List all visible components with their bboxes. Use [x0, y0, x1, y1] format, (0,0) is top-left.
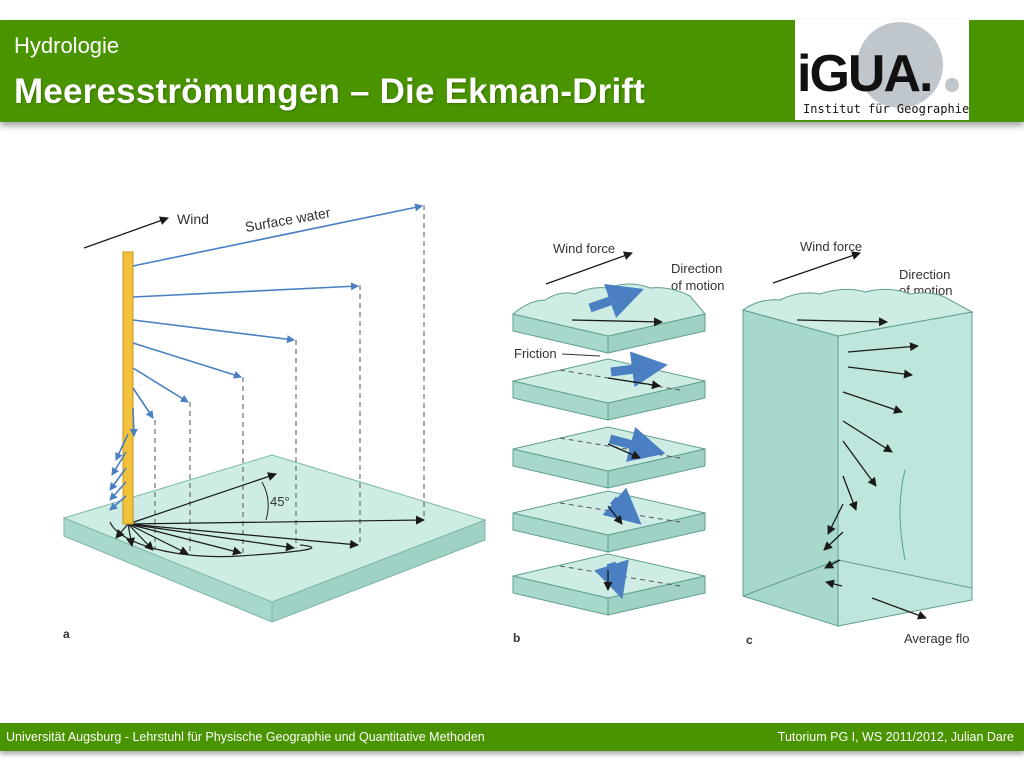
average-flow-label: Average flo: [904, 631, 970, 646]
panel-c-block-left-face: [742, 309, 839, 627]
panel-a-letter: a: [63, 627, 70, 641]
footer-university: Universität Augsburg - Lehrstuhl für Phy…: [6, 730, 485, 744]
panel-b-slab-4: [512, 490, 706, 553]
wind-arrow: [83, 216, 169, 249]
header-bar: Hydrologie Meeresströmungen – Die Ekman-…: [0, 20, 1024, 122]
section-kicker: Hydrologie: [14, 33, 120, 58]
footer-bar: Universität Augsburg - Lehrstuhl für Phy…: [0, 723, 1024, 751]
panel-b-wind-arrow: [545, 251, 633, 285]
panel-b-water-arrows: [588, 283, 668, 600]
panel-b-direction-label-2: of motion: [671, 278, 724, 293]
panel-b-motion-arrows: [571, 317, 663, 591]
panel-b-slab-1: [511, 283, 706, 354]
friction-leader-line: [561, 353, 601, 357]
slide-title: Meeresströmungen – Die Ekman-Drift: [14, 72, 646, 111]
panel-b-letter: b: [513, 631, 520, 645]
footer-course: Tutorium PG I, WS 2011/2012, Julian Dare: [777, 730, 1014, 744]
angle-label: 45°: [270, 494, 290, 509]
panel-a-dashed-guides: [154, 205, 425, 554]
angle-arc: [261, 481, 269, 521]
logo-subtitle: Institut für Geographie: [803, 102, 969, 116]
panel-c-wind-arrow: [772, 251, 861, 284]
panel-c-wind-force-label: Wind force: [800, 239, 862, 254]
institute-logo: iGUA. Institut für Geographie: [795, 20, 969, 120]
panel-c-back-edge-1: [742, 559, 839, 597]
depth-velocity-arrows: [109, 203, 423, 511]
panel-b-slab-2: [512, 358, 706, 421]
logo-circle-shape: [857, 22, 943, 108]
surface-projection-arrows: [115, 472, 425, 556]
logo-dot-shape: [945, 78, 959, 92]
panel-b-slab-5: [512, 553, 706, 616]
panel-c: Wind force Direction of motion Average f…: [741, 239, 974, 647]
panel-c-letter: c: [746, 633, 753, 647]
panel-c-back-edge-2: [837, 559, 973, 589]
panel-b-wind-force-label: Wind force: [553, 241, 615, 256]
friction-label: Friction: [514, 346, 557, 361]
panel-b-slab-3: [512, 426, 706, 489]
panel-c-block-top-face: [741, 288, 974, 337]
panel-c-motion-arrows: [796, 317, 927, 620]
panel-b: Wind force Direction of motion: [511, 241, 724, 645]
panel-c-block-right-face: [837, 311, 973, 627]
ekman-drift-figure: 45° Wind Surface water a Wind force Dire…: [62, 203, 974, 647]
wind-label: Wind: [177, 211, 209, 227]
panel-b-direction-label-1: Direction: [671, 261, 722, 276]
surface-water-label: Surface water: [244, 204, 332, 235]
panel-c-spiral-trace: [899, 469, 906, 561]
panel-a: 45° Wind Surface water a: [62, 203, 487, 641]
panel-c-direction-label-1: Direction: [899, 267, 950, 282]
logo-mark: iGUA.: [797, 45, 933, 103]
panel-a-slab-top: [62, 454, 487, 603]
